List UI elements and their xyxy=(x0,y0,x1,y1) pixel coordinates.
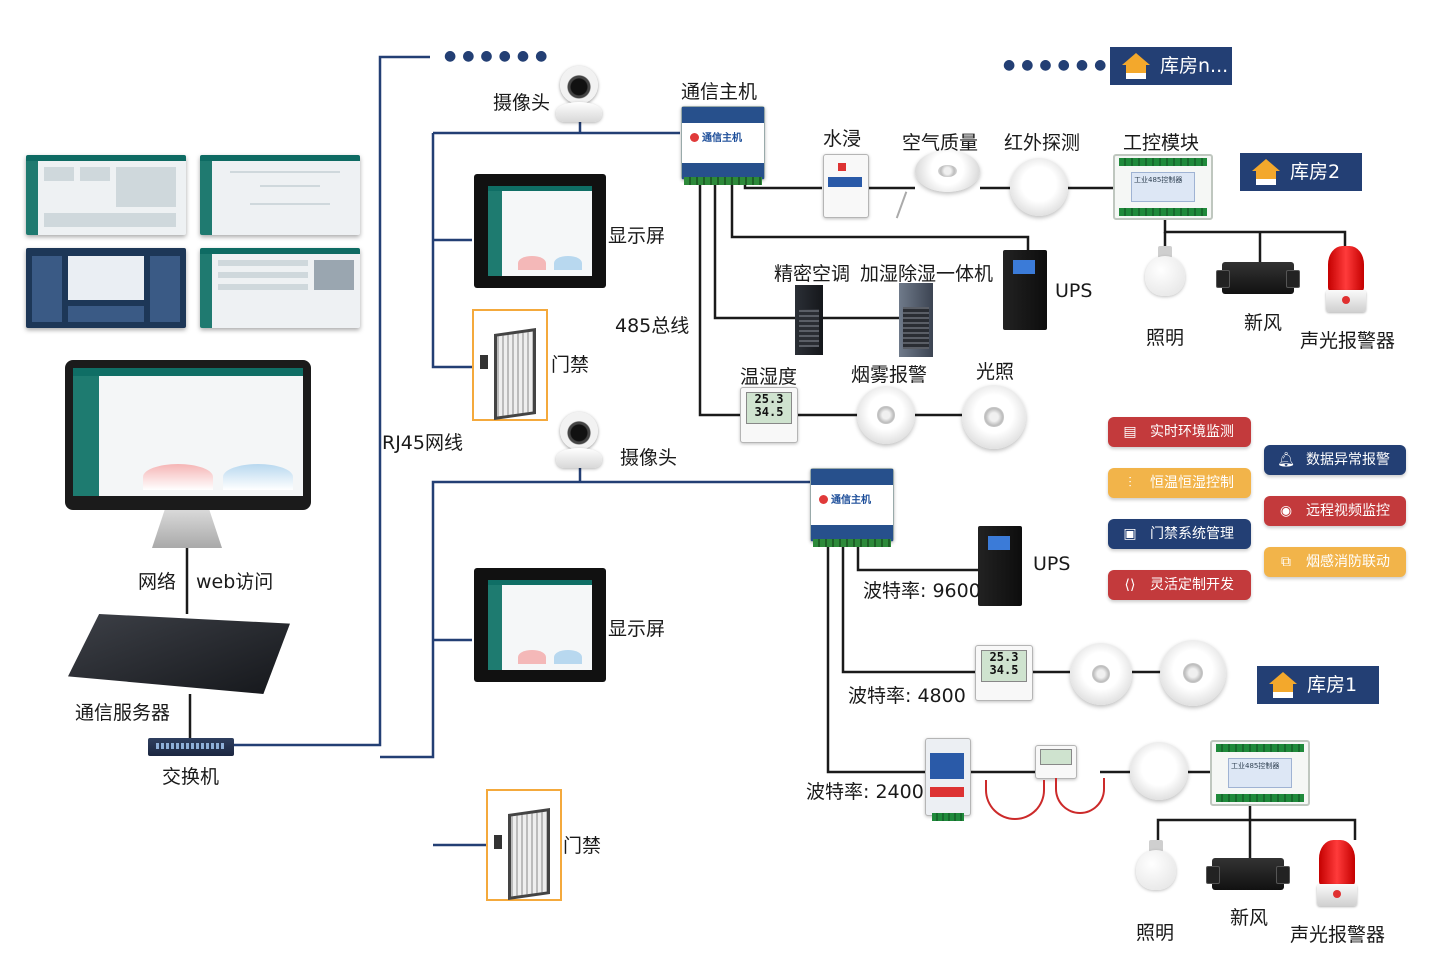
infrared-label: 红外探测 xyxy=(1004,132,1081,154)
baud-9600-label: 波特率: 9600 xyxy=(863,580,981,602)
display-screen-bottom xyxy=(474,568,606,682)
precision-ac-unit xyxy=(795,285,823,355)
communication-host-top: 通信主机 xyxy=(681,106,765,185)
display-screen-top xyxy=(474,174,606,288)
room-1-badge: 库房1 xyxy=(1257,666,1379,704)
fan-top-label: 新风 xyxy=(1244,312,1283,334)
web-access-label: web访问 xyxy=(196,571,274,593)
light-sensor-bottom xyxy=(1160,640,1226,706)
light-bulb-bottom xyxy=(1136,840,1176,904)
temp-humidity-sensor-top: 25.3 34.5 xyxy=(740,387,798,443)
ups-top-label: UPS xyxy=(1055,280,1093,302)
room-2-badge: 库房2 xyxy=(1240,153,1362,191)
feature-custom-dev: ⟨⟩灵活定制开发 xyxy=(1108,570,1251,600)
screenshot-data-table xyxy=(200,248,360,328)
bell-icon: 🔔︎ xyxy=(1277,452,1295,468)
door-access-top xyxy=(472,309,548,421)
door-bottom-label: 门禁 xyxy=(563,835,602,857)
feature-remote-video: ◉远程视频监控 xyxy=(1264,496,1406,526)
air-quality-sensor xyxy=(915,150,980,192)
more-dots-left: ●●●●●● xyxy=(444,48,554,64)
camera-mid-label: 摄像头 xyxy=(620,447,678,469)
fresh-air-unit-top xyxy=(1216,262,1300,294)
light-sensor-label: 光照 xyxy=(976,361,1015,383)
humidifier-unit xyxy=(899,283,933,357)
air-quality-label: 空气质量 xyxy=(902,132,979,154)
lcd-humid-top: 34.5 xyxy=(754,405,784,419)
lighting-top-label: 照明 xyxy=(1146,327,1185,349)
feature-data-alarm: 🔔︎数据异常报警 xyxy=(1264,445,1406,475)
smoke-label: 烟雾报警 xyxy=(851,364,928,386)
computer-monitor xyxy=(65,360,311,510)
id-card-icon: ▣ xyxy=(1123,526,1137,542)
monitor-stand xyxy=(152,510,222,548)
link-icon: ⧉ xyxy=(1281,554,1291,570)
camera-top-label: 摄像头 xyxy=(493,92,551,114)
din-rail-module xyxy=(925,738,971,821)
baud-2400-label: 波特率: 2400 xyxy=(806,781,924,803)
rj45-network-lines xyxy=(233,55,810,847)
fan-bottom-label: 新风 xyxy=(1230,907,1269,929)
lcd-temp-top: 25.3 xyxy=(754,392,784,406)
communication-host-bottom: 通信主机 xyxy=(810,468,894,547)
wall-temp-sensor xyxy=(1035,745,1077,779)
ups-top xyxy=(1003,250,1047,330)
screenshot-dark-dashboard xyxy=(26,248,186,328)
baud-4800-label: 波特率: 4800 xyxy=(848,685,966,707)
ups-bottom xyxy=(978,526,1022,606)
monitor-icon: ▤ xyxy=(1123,424,1137,440)
feature-access-control: ▣门禁系统管理 xyxy=(1108,519,1251,549)
lcd-humid-bottom: 34.5 xyxy=(989,663,1019,677)
lighting-bottom-label: 照明 xyxy=(1136,922,1175,944)
humidifier-label: 加湿除湿一体机 xyxy=(860,263,994,285)
infrared-sensor xyxy=(1010,158,1068,216)
infrared-sensor-bottom xyxy=(1130,742,1188,800)
sensor-cable-right xyxy=(1055,778,1105,814)
fresh-air-unit-bottom xyxy=(1206,858,1290,890)
screenshot-dashboard xyxy=(26,155,186,235)
bus485-label: 485总线 xyxy=(615,315,690,337)
host-top-label: 通信主机 xyxy=(681,81,758,103)
room-n-badge: 库房n... xyxy=(1110,47,1232,85)
more-dots-right: ●●●●●● xyxy=(1003,57,1113,73)
precision-ac-label: 精密空调 xyxy=(774,263,851,285)
rs485-bus-lines xyxy=(185,180,1357,858)
alarm-bottom-label: 声光报警器 xyxy=(1290,924,1386,946)
alarm-top-label: 声光报警器 xyxy=(1300,330,1396,352)
display-bottom-label: 显示屏 xyxy=(608,618,666,640)
feature-temp-humidity-control: ⫶恒温恒湿控制 xyxy=(1108,468,1251,498)
io-module-bottom: 工业485控制器 xyxy=(1210,740,1310,806)
network-switch xyxy=(148,738,234,756)
feature-env-monitoring: ▤实时环境监测 xyxy=(1108,417,1251,447)
temp-humidity-label: 温湿度 xyxy=(740,366,798,388)
feature-smoke-fire-link: ⧉烟感消防联动 xyxy=(1264,547,1406,577)
water-label: 水浸 xyxy=(823,128,862,150)
smoke-detector-top xyxy=(857,386,915,444)
screenshot-topology xyxy=(200,155,360,235)
slider-icon: ⫶ xyxy=(1128,475,1132,491)
lcd-temp-bottom: 25.3 xyxy=(989,650,1019,664)
io-module-top: 工业485控制器 xyxy=(1113,154,1213,220)
sound-light-alarm-bottom xyxy=(1317,840,1357,910)
door-access-bottom xyxy=(486,789,562,901)
switch-label: 交换机 xyxy=(162,766,220,788)
light-sensor-top xyxy=(962,385,1026,449)
sound-light-alarm-top xyxy=(1326,246,1366,316)
webcam-icon: ◉ xyxy=(1279,503,1293,519)
rj45-label: RJ45网线 xyxy=(382,432,463,454)
water-sensor xyxy=(823,154,869,218)
network-label: 网络 xyxy=(138,571,177,593)
temp-humidity-sensor-bottom: 25.3 34.5 xyxy=(975,645,1033,701)
ups-bottom-label: UPS xyxy=(1033,553,1071,575)
server-label: 通信服务器 xyxy=(75,702,171,724)
smoke-detector-bottom xyxy=(1070,643,1132,705)
display-top-label: 显示屏 xyxy=(608,225,666,247)
code-icon: ⟨⟩ xyxy=(1124,577,1136,593)
door-top-label: 门禁 xyxy=(551,354,590,376)
io-module-label: 工控模块 xyxy=(1123,132,1200,154)
camera-top xyxy=(556,66,602,124)
camera-mid xyxy=(556,412,602,470)
light-bulb-top xyxy=(1145,246,1185,310)
